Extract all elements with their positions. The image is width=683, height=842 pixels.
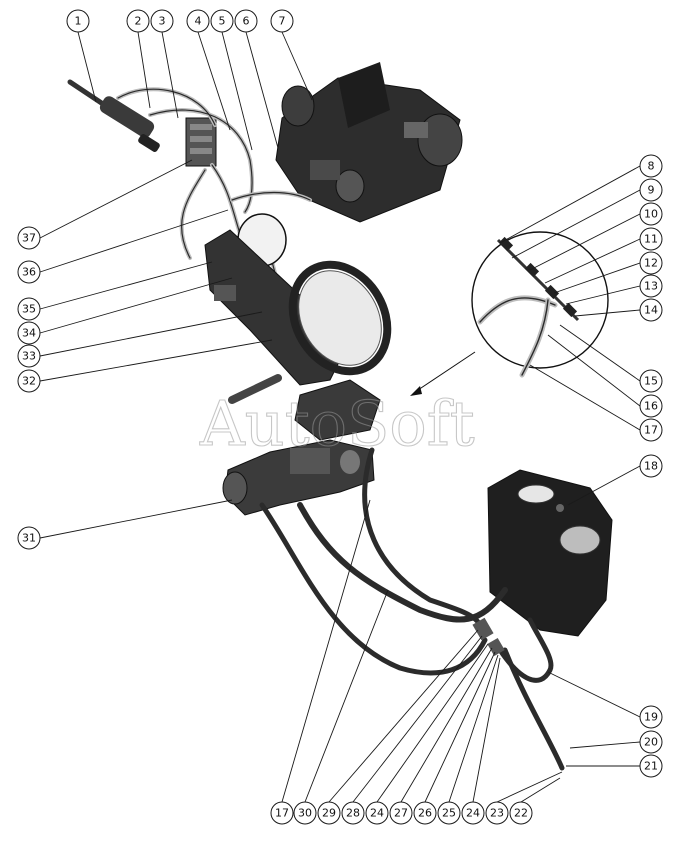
callout-33: 33 (17, 344, 41, 368)
svg-text:7: 7 (279, 15, 286, 28)
detail-view (410, 231, 609, 396)
callout-8: 8 (639, 154, 663, 178)
svg-text:31: 31 (22, 532, 36, 545)
svg-text:12: 12 (644, 257, 658, 270)
svg-text:5: 5 (219, 15, 226, 28)
callout-6: 6 (234, 9, 258, 33)
main-hoses (259, 447, 565, 771)
valve-block (185, 117, 217, 167)
callout-25: 25 (437, 801, 461, 825)
callout-27: 27 (389, 801, 413, 825)
callout-21: 21 (639, 754, 663, 778)
svg-text:9: 9 (648, 184, 655, 197)
callout-11: 11 (639, 227, 663, 251)
callout-30: 30 (293, 801, 317, 825)
callout-26: 26 (413, 801, 437, 825)
svg-text:25: 25 (442, 807, 456, 820)
callout-24-first: 24 (365, 801, 389, 825)
callout-20: 20 (639, 730, 663, 754)
callout-10: 10 (639, 202, 663, 226)
callout-16: 16 (639, 394, 663, 418)
callout-9: 9 (639, 178, 663, 202)
svg-text:2: 2 (135, 15, 142, 28)
svg-text:18: 18 (644, 460, 658, 473)
callout-7: 7 (270, 9, 294, 33)
svg-text:32: 32 (22, 375, 36, 388)
callout-18: 18 (639, 454, 663, 478)
callout-32: 32 (17, 369, 41, 393)
pump-assembly (222, 439, 375, 516)
svg-text:26: 26 (418, 807, 432, 820)
svg-text:1: 1 (75, 15, 82, 28)
callout-1: 1 (66, 9, 90, 33)
leader-lines (39, 31, 641, 803)
svg-text:16: 16 (644, 400, 658, 413)
svg-text:22: 22 (514, 807, 528, 820)
callout-29: 29 (317, 801, 341, 825)
svg-text:13: 13 (644, 280, 658, 293)
callout-15: 15 (639, 369, 663, 393)
callout-17-right: 17 (639, 418, 663, 442)
svg-text:37: 37 (22, 232, 36, 245)
callout-4: 4 (186, 9, 210, 33)
svg-text:4: 4 (195, 15, 202, 28)
callout-12: 12 (639, 251, 663, 275)
svg-text:6: 6 (243, 15, 250, 28)
callout-3: 3 (150, 9, 174, 33)
svg-text:15: 15 (644, 375, 658, 388)
svg-text:10: 10 (644, 208, 658, 221)
control-cylinder (67, 79, 160, 152)
callout-35: 35 (17, 297, 41, 321)
callout-37: 37 (17, 226, 41, 250)
svg-text:29: 29 (322, 807, 336, 820)
callout-13: 13 (639, 274, 663, 298)
svg-text:35: 35 (22, 303, 36, 316)
gearbox (275, 62, 463, 223)
callout-24-second: 24 (461, 801, 485, 825)
callout-17-bottom: 17 (270, 801, 294, 825)
callout-2: 2 (126, 9, 150, 33)
callout-14: 14 (639, 298, 663, 322)
svg-text:34: 34 (22, 327, 36, 340)
callout-19: 19 (639, 705, 663, 729)
svg-text:24: 24 (370, 807, 384, 820)
svg-text:20: 20 (644, 736, 658, 749)
oil-tank (487, 469, 613, 637)
callout-labels: 1 2 3 4 5 6 7 8 9 10 11 12 13 14 15 16 1… (17, 9, 663, 825)
callout-22: 22 (509, 801, 533, 825)
svg-text:27: 27 (394, 807, 408, 820)
callout-23: 23 (485, 801, 509, 825)
callout-34: 34 (17, 321, 41, 345)
svg-text:23: 23 (490, 807, 504, 820)
svg-text:17: 17 (644, 424, 658, 437)
svg-text:28: 28 (346, 807, 360, 820)
watermark-text: AutoSoft (199, 387, 475, 460)
callout-36: 36 (17, 260, 41, 284)
svg-text:24: 24 (466, 807, 480, 820)
svg-text:33: 33 (22, 350, 36, 363)
svg-text:30: 30 (298, 807, 312, 820)
svg-text:11: 11 (644, 233, 658, 246)
svg-text:21: 21 (644, 760, 658, 773)
callout-28: 28 (341, 801, 365, 825)
svg-text:17: 17 (275, 807, 289, 820)
svg-text:8: 8 (648, 160, 655, 173)
callout-31: 31 (17, 526, 41, 550)
svg-text:19: 19 (644, 711, 658, 724)
svg-text:3: 3 (159, 15, 166, 28)
drive-housing (204, 213, 392, 441)
svg-text:36: 36 (22, 266, 36, 279)
svg-text:14: 14 (644, 304, 658, 317)
callout-5: 5 (210, 9, 234, 33)
